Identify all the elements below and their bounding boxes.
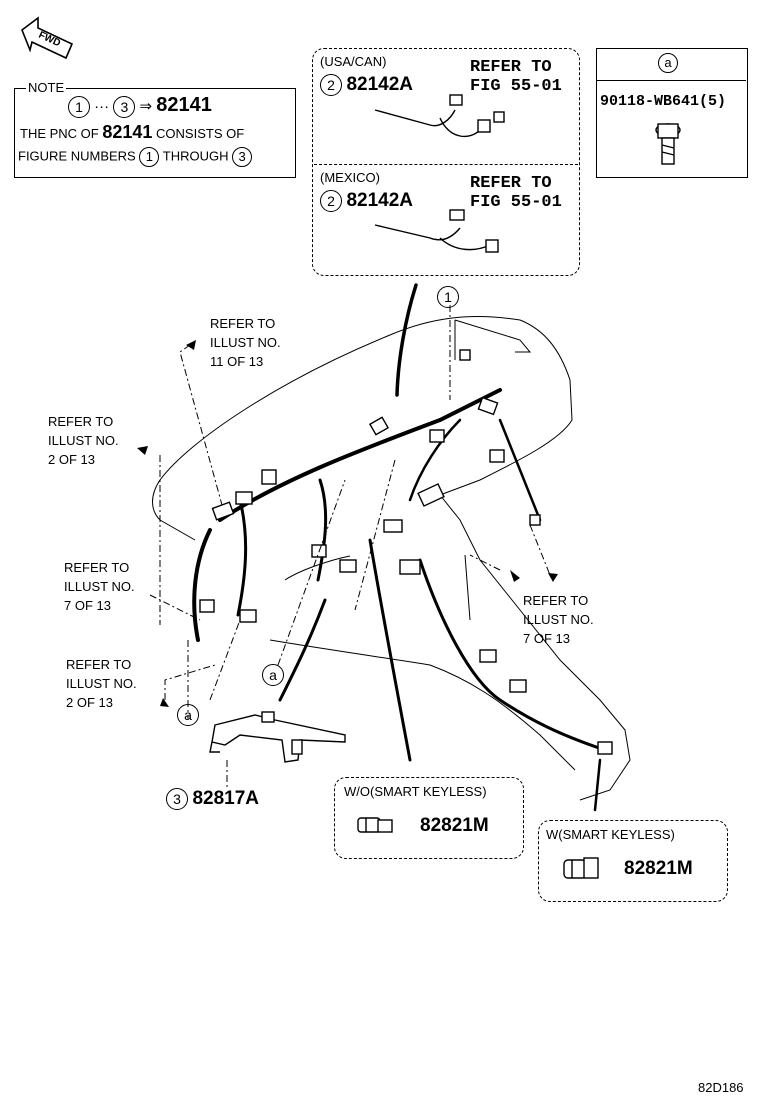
note-range-sep: ··· bbox=[94, 98, 110, 115]
note-range-line: 1 ··· 3 ⇒ 82141 bbox=[68, 94, 212, 119]
variant-usa-can-part-number: 82142A bbox=[346, 74, 414, 95]
variant-usa-can-refer: REFER TO bbox=[470, 58, 552, 77]
note-line1: THE PNC OF 82141 CONSISTS OF bbox=[20, 122, 244, 143]
wire-bracket-drawing bbox=[209, 711, 346, 763]
callout-bolt-a-1: a bbox=[262, 664, 284, 686]
note-line1-suffix: CONSISTS OF bbox=[156, 126, 245, 141]
note-line2-mid: THROUGH bbox=[162, 148, 229, 164]
note-box bbox=[14, 88, 296, 178]
refer-illust-11-l2: ILLUST NO. bbox=[210, 335, 281, 350]
keyless-wo-part: 82821M bbox=[420, 815, 489, 836]
refer-illust-11-l1: REFER TO bbox=[210, 316, 276, 331]
note-line2-prefix: FIGURE NUMBERS bbox=[18, 148, 136, 164]
sub-harness-usa-can bbox=[374, 94, 505, 138]
bolt-box-divider bbox=[596, 80, 746, 81]
refer-illust-7-right-l1: REFER TO bbox=[523, 593, 589, 608]
refer-illust-11: REFER TO ILLUST NO. 11 OF 13 bbox=[210, 314, 281, 371]
refer-illust-2-lower-l1: REFER TO bbox=[66, 657, 132, 672]
note-line2: FIGURE NUMBERS 1 THROUGH 3 bbox=[18, 147, 253, 167]
bolt-part-number: 90118-WB641(5) bbox=[600, 93, 727, 110]
refer-illust-2-upper-l3: 2 OF 13 bbox=[48, 452, 95, 467]
refer-illust-2-lower-l2: ILLUST NO. bbox=[66, 676, 137, 691]
harness-connectors bbox=[199, 349, 613, 755]
refer-illust-7-left-l3: 7 OF 13 bbox=[64, 598, 111, 613]
note-range-from-circle: 1 bbox=[68, 96, 90, 119]
note-line1-prefix: THE PNC OF bbox=[20, 126, 99, 141]
connector-icon-wo-keyless bbox=[357, 817, 393, 833]
variant-divider bbox=[314, 164, 578, 165]
note-line1-part: 82141 bbox=[102, 122, 153, 142]
callout-main-harness-circle: 1 bbox=[437, 286, 459, 308]
figure-code: 82D186 bbox=[698, 1080, 744, 1095]
connector-icon-w-keyless bbox=[563, 857, 599, 879]
keyless-wo-box bbox=[334, 777, 524, 859]
variant-usa-can-circle: 2 bbox=[320, 74, 342, 96]
refer-illust-7-left-l2: ILLUST NO. bbox=[64, 579, 135, 594]
dashboard-outline bbox=[152, 316, 631, 801]
callout-main-harness: 1 bbox=[437, 286, 459, 308]
bracket-part-number: 82817A bbox=[192, 788, 260, 809]
callout-bolt-a-2-circle: a bbox=[177, 704, 199, 726]
note-line2-from-circle: 1 bbox=[139, 147, 160, 167]
bolt-drawing bbox=[655, 123, 681, 165]
leader-arrowheads bbox=[137, 340, 558, 707]
callout-bolt-a-2: a bbox=[177, 704, 199, 726]
note-heading: NOTE bbox=[26, 78, 67, 97]
variant-usa-can-fig: FIG 55-01 bbox=[470, 77, 562, 96]
keyless-wo-condition: W/O(SMART KEYLESS) bbox=[344, 784, 487, 799]
variant-usa-can-part: 2 82142A bbox=[320, 74, 413, 96]
keyless-w-part: 82821M bbox=[624, 858, 693, 879]
refer-illust-7-left-l1: REFER TO bbox=[64, 560, 130, 575]
note-arrow: ⇒ bbox=[139, 98, 153, 115]
variant-mexico-region: (MEXICO) bbox=[320, 170, 380, 185]
sub-harness-mexico bbox=[374, 209, 499, 253]
variant-mexico-refer: REFER TO bbox=[470, 174, 552, 193]
variant-mexico-part: 2 82142A bbox=[320, 190, 413, 212]
fwd-arrow-icon bbox=[21, 16, 74, 60]
note-range-part: 82141 bbox=[156, 94, 212, 116]
variant-usa-can-region: (USA/CAN) bbox=[320, 54, 387, 69]
refer-illust-2-upper: REFER TO ILLUST NO. 2 OF 13 bbox=[48, 412, 119, 469]
refer-illust-7-right-l2: ILLUST NO. bbox=[523, 612, 594, 627]
variant-mexico-fig: FIG 55-01 bbox=[470, 193, 562, 212]
bolt-box bbox=[596, 48, 748, 178]
refer-illust-2-upper-l2: ILLUST NO. bbox=[48, 433, 119, 448]
bolt-box-circle-wrap: a bbox=[658, 53, 678, 73]
note-line2-to-circle: 3 bbox=[232, 147, 253, 167]
leader-lines bbox=[149, 305, 553, 790]
refer-illust-2-lower: REFER TO ILLUST NO. 2 OF 13 bbox=[66, 655, 137, 712]
variant-mexico-part-number: 82142A bbox=[346, 190, 414, 211]
refer-illust-11-l3: 11 OF 13 bbox=[210, 354, 264, 369]
refer-illust-7-right: REFER TO ILLUST NO. 7 OF 13 bbox=[523, 591, 594, 648]
refer-illust-2-upper-l1: REFER TO bbox=[48, 414, 114, 429]
variant-box bbox=[312, 48, 580, 276]
note-range-to-circle: 3 bbox=[113, 96, 136, 119]
keyless-w-condition: W(SMART KEYLESS) bbox=[546, 827, 675, 842]
keyless-w-box bbox=[538, 820, 728, 902]
refer-illust-7-left: REFER TO ILLUST NO. 7 OF 13 bbox=[64, 558, 135, 615]
bracket-part-label: 3 82817A bbox=[166, 788, 259, 810]
refer-illust-7-right-l3: 7 OF 13 bbox=[523, 631, 570, 646]
refer-illust-2-lower-l3: 2 OF 13 bbox=[66, 695, 113, 710]
bolt-box-circle: a bbox=[658, 53, 678, 73]
bracket-part-circle: 3 bbox=[166, 788, 188, 810]
variant-mexico-circle: 2 bbox=[320, 190, 342, 212]
callout-bolt-a-1-circle: a bbox=[262, 664, 284, 686]
